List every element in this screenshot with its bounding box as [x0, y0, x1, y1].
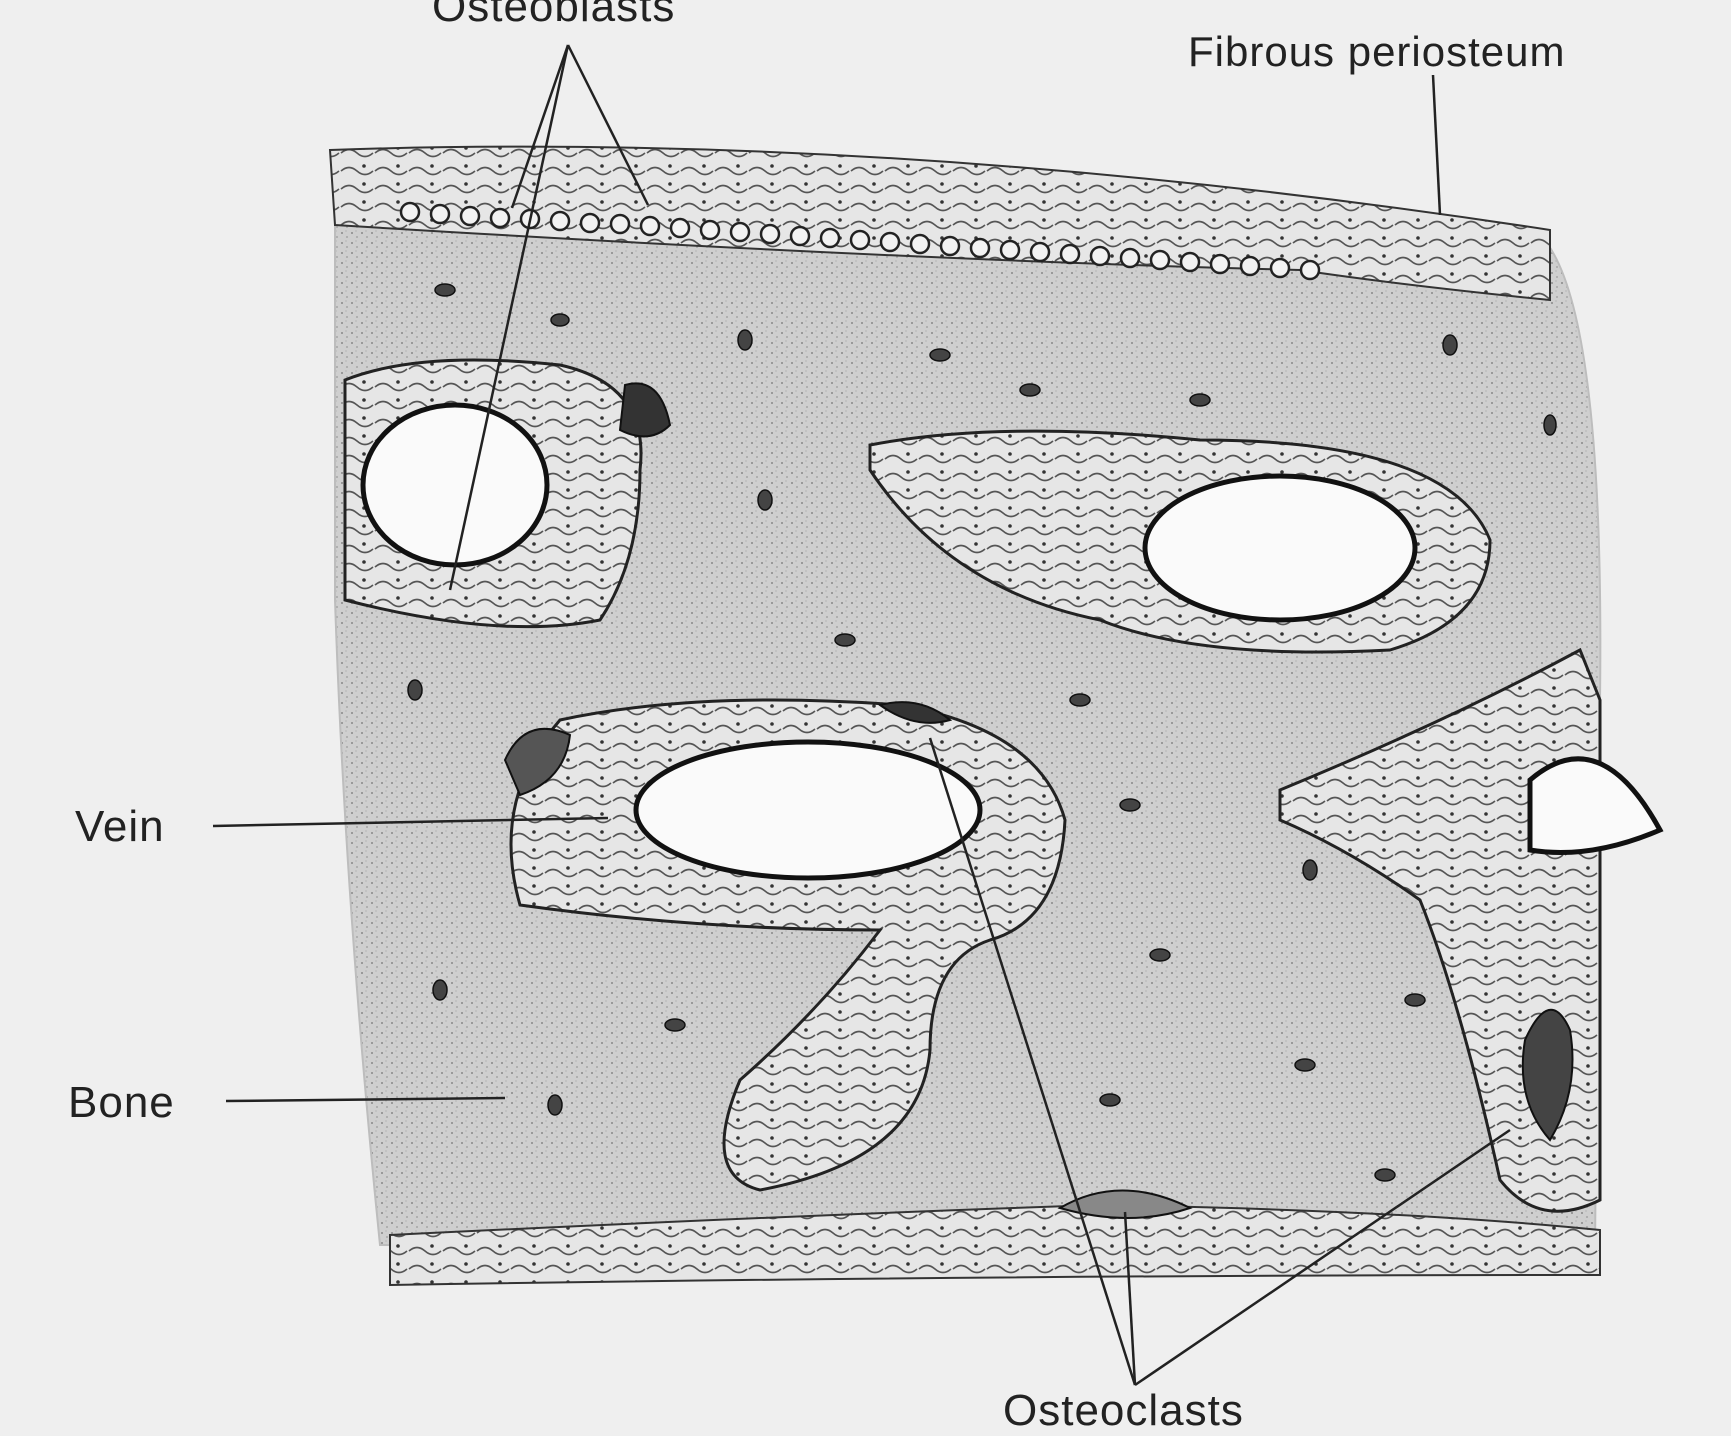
label-vein: Vein	[75, 802, 165, 852]
vessel-top-left	[363, 405, 547, 565]
vessel-top-right	[1145, 476, 1415, 620]
label-fibrous-periosteum: Fibrous periosteum	[1188, 28, 1565, 76]
label-osteoclasts: Osteoclasts	[1003, 1386, 1244, 1436]
vein-vessel	[636, 742, 980, 878]
vessel-right	[1530, 759, 1660, 853]
label-osteoblasts: Osteoblasts	[432, 0, 675, 32]
label-bone: Bone	[68, 1078, 175, 1128]
